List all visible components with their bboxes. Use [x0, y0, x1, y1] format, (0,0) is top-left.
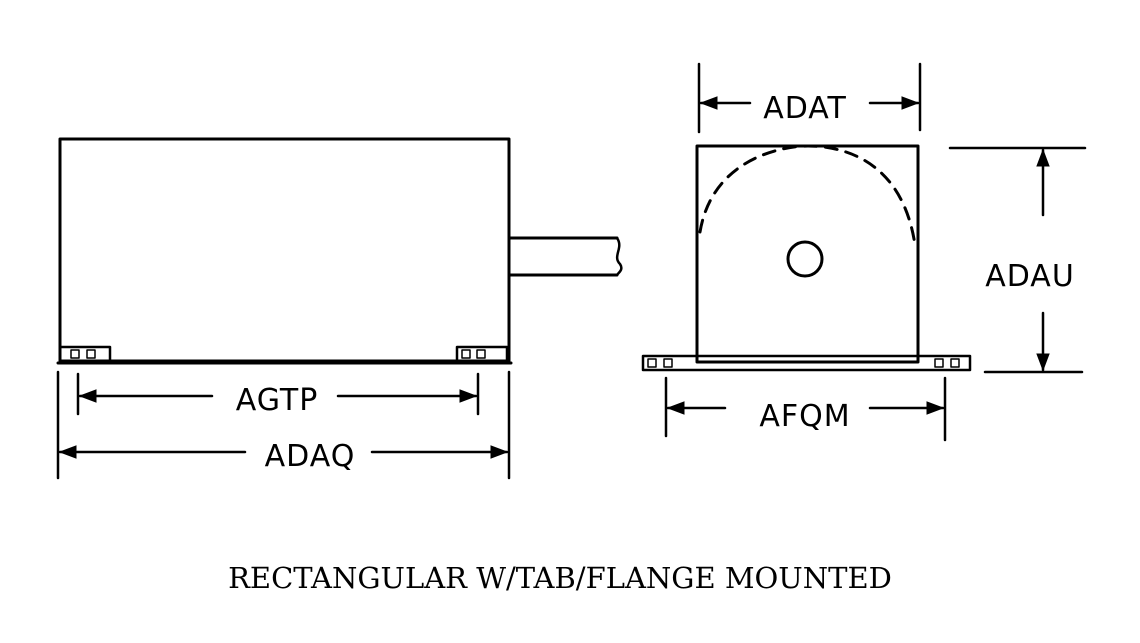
label-agtp: AGTP — [236, 383, 319, 418]
dimension-adat — [699, 96, 920, 110]
dimension-adau — [1036, 148, 1050, 372]
diagram-caption: RECTANGULAR W/TAB/FLANGE MOUNTED — [228, 561, 892, 595]
motor-shaft — [507, 236, 623, 277]
mount-flange — [641, 354, 972, 372]
shaft-end-circle — [786, 240, 824, 278]
hidden-housing-arc — [698, 144, 917, 247]
label-adaq: ADAQ — [265, 439, 356, 474]
label-adat: ADAT — [763, 91, 847, 126]
motor-body-side — [58, 137, 511, 363]
dimension-adaq — [58, 445, 509, 459]
dimension-afqm — [666, 401, 945, 415]
label-adau: ADAU — [985, 259, 1075, 294]
side-view: AGTP ADAQ — [56, 137, 623, 480]
right-mount-tab — [455, 345, 509, 363]
label-afqm: AFQM — [759, 399, 850, 434]
end-view: ADAT ADAU AFQM — [641, 62, 1087, 442]
dimension-agtp — [78, 389, 478, 403]
left-mount-tab — [58, 345, 112, 363]
